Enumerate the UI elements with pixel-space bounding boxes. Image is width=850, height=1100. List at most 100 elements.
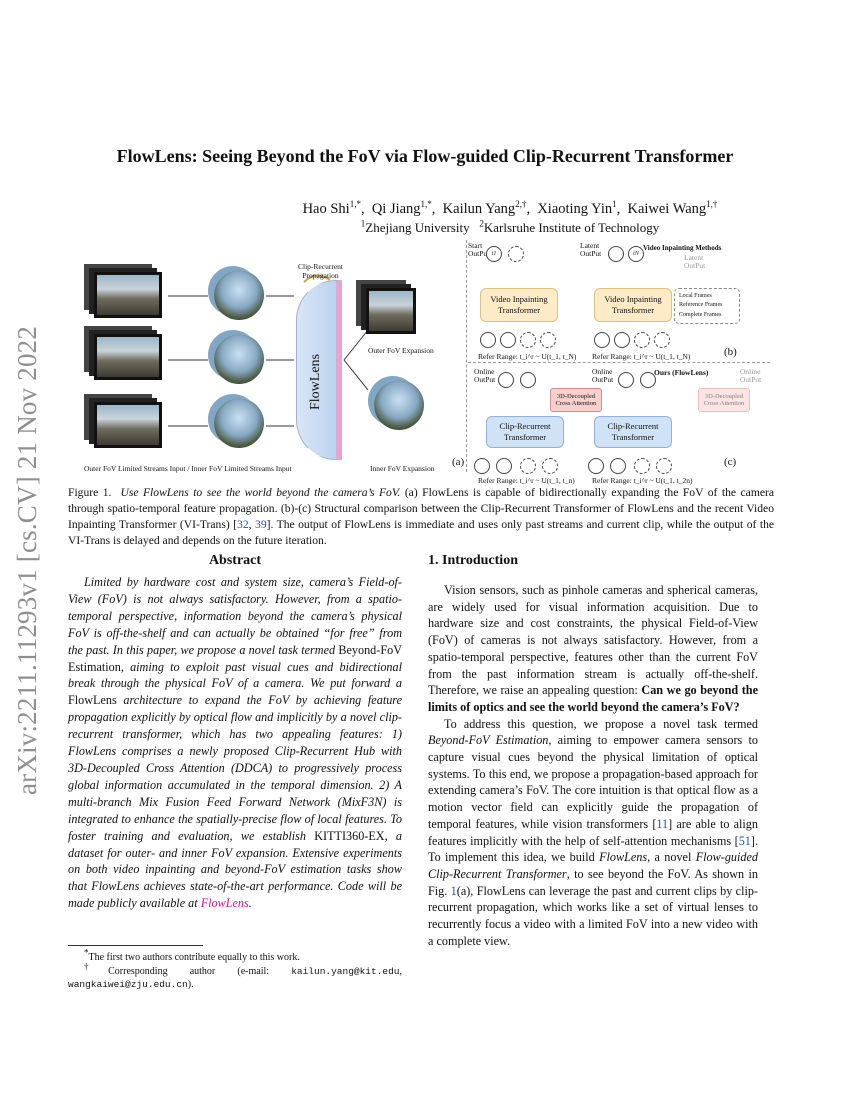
- figure-ref-link[interactable]: 1: [450, 883, 457, 898]
- frame-node: tN: [628, 246, 644, 262]
- author-list: Hao Shi1,*, Qi Jiang1,*, Kailun Yang2,†,…: [302, 199, 718, 217]
- caption-text: ]. The output of FlowLens is immediate a…: [68, 518, 775, 547]
- clip-recurrent-transformer-box: Clip-Recurrent Transformer: [594, 416, 672, 448]
- footnote-text: ,: [399, 965, 403, 977]
- affil-sup: 2: [479, 218, 484, 229]
- intro-text: ]. To implement this idea, we build: [428, 833, 758, 865]
- intro-heading: 1. Introduction: [428, 553, 518, 568]
- intro-question: Can we go beyond the limits of optics an…: [428, 683, 758, 714]
- frame-node: [608, 246, 624, 262]
- legend-box: Local Frames Reference Frames Complete F…: [674, 288, 740, 324]
- abstract-text: , a dataset for outer- and inner FoV exp…: [68, 828, 403, 911]
- author-name: Hao Shi: [302, 201, 350, 217]
- abstract-term: Beyond-FoV Estimation: [68, 642, 402, 674]
- fisheye-frame: [214, 334, 264, 384]
- author-name: Kailun Yang: [442, 201, 516, 217]
- citation-link[interactable]: 32: [237, 518, 249, 531]
- affiliations: 1Zhejiang University 2Karlsruhe Institut…: [0, 218, 850, 236]
- citation-link[interactable]: 39: [255, 518, 267, 531]
- caption-label: Figure 1.: [68, 486, 112, 499]
- frame-node: [500, 332, 516, 348]
- outer-output-stack: [366, 288, 416, 334]
- refer-range-label: Refer Range: t_i^r ~ U(t_1, t_n): [478, 476, 575, 485]
- legend-complete: Complete Frames: [679, 311, 722, 318]
- intro-text: , aiming to empower camera sensors to ca…: [428, 733, 758, 831]
- legend-reference: Reference Frames: [679, 302, 723, 309]
- frame-node: [634, 458, 650, 474]
- ours-label: Ours (FlowLens): [654, 368, 709, 377]
- frame-node: [640, 372, 656, 388]
- ddca-box: 3D-Decoupled Cross Attention: [550, 388, 602, 412]
- citation-link[interactable]: 51: [738, 833, 751, 848]
- intro-paragraph-2: To address this question, we propose a n…: [428, 716, 758, 950]
- author-sup: 1,*: [349, 199, 361, 210]
- footnote-mark: †: [84, 961, 109, 972]
- frame-node: [520, 458, 536, 474]
- refer-range-label: Refer Range: t_i^r ~ U(t_1, t_N): [592, 352, 691, 361]
- frame-node: [540, 332, 556, 348]
- frame-node: [480, 332, 496, 348]
- ddca-box: 3D-Decoupled Cross Attention: [698, 388, 750, 412]
- frame-node: [618, 372, 634, 388]
- latent-output-label: Latent OutPut: [580, 241, 602, 259]
- intro-body: Vision sensors, such as pinhole cameras …: [428, 582, 758, 949]
- clip-recurrent-transformer-box: Clip-Recurrent Transformer: [486, 416, 564, 448]
- email-link[interactable]: kailun.yang@kit.edu: [291, 965, 400, 977]
- start-output-label: Start OutPut: [468, 241, 490, 259]
- frame-node: [588, 458, 604, 474]
- panel-a-arrows: [168, 274, 369, 427]
- intro-text: , to see beyond the FoV. As shown in Fig…: [428, 866, 758, 898]
- flowlens-module: [296, 280, 342, 460]
- footnote-text: Corresponding author (e-mail:: [108, 965, 292, 977]
- footnote-rule: [68, 945, 203, 946]
- affil-name: Zhejiang University: [365, 220, 470, 235]
- frame-node: [508, 246, 524, 262]
- author-sup: 1,†: [706, 199, 718, 210]
- video-inpainting-methods-label: Video Inpainting Methods: [643, 244, 722, 252]
- figure-divider: [468, 362, 770, 363]
- frame-node: [614, 332, 630, 348]
- panel-c-letter: (c): [724, 456, 737, 468]
- panel-b-letter: (b): [724, 346, 737, 358]
- input-label: Outer FoV Limited Streams Input / Inner …: [84, 464, 292, 473]
- intro-term: FlowLens: [599, 850, 648, 865]
- frame-node: [474, 458, 490, 474]
- frame-node: [498, 372, 514, 388]
- footnote-text: The first two authors contribute equally…: [88, 952, 300, 963]
- abstract-heading: Abstract: [208, 553, 262, 568]
- author-sup: 1: [612, 199, 617, 210]
- intro-text: , a novel: [647, 850, 696, 865]
- panel-a-letter: (a): [452, 456, 465, 468]
- author-name: Kaiwei Wang: [627, 201, 707, 217]
- frame-node: [594, 332, 610, 348]
- frame-node: [610, 458, 626, 474]
- citation-link[interactable]: 11: [656, 816, 669, 831]
- email-link[interactable]: wangkaiwei@zju.edu.cn: [68, 979, 188, 990]
- author-name: Qi Jiang: [371, 201, 421, 217]
- frame-node: [542, 458, 558, 474]
- figure-1: FlowLens Clip-Recurrent Propagation Oute…: [68, 240, 772, 485]
- input-frame-stack: [94, 334, 162, 380]
- intro-term: Beyond-FoV Estimation: [428, 733, 549, 748]
- abstract-text: Limited by hardware cost and system size…: [68, 575, 402, 657]
- paper-title: FlowLens: Seeing Beyond the FoV via Flow…: [116, 146, 734, 166]
- figure-divider: [466, 240, 467, 472]
- fisheye-frame: [214, 398, 264, 448]
- code-link[interactable]: FlowLens: [200, 896, 249, 911]
- author-name: Xiaoting Yin: [537, 201, 613, 217]
- legend-local: Local Frames: [679, 293, 712, 299]
- footnote-1: *The first two authors contribute equall…: [68, 948, 402, 965]
- abstract-term: KITTI360-EX: [314, 828, 385, 843]
- frame-node: [520, 372, 536, 388]
- caption-sep: ,: [248, 518, 256, 531]
- frame-node: [654, 332, 670, 348]
- intro-text: To address this question, we propose a n…: [444, 716, 758, 731]
- arxiv-stamp: arXiv:2211.11293v1 [cs.CV] 21 Nov 2022: [12, 325, 42, 795]
- fisheye-frame: [214, 270, 264, 320]
- intro-text: (a), FlowLens can leverage the past and …: [428, 883, 758, 948]
- refer-range-label: Refer Range: t_i^r ~ U(t_1, t_2n): [592, 476, 693, 485]
- online-output-label: Online OutPut: [592, 367, 614, 385]
- author-sup: 1,*: [420, 199, 432, 210]
- author-sup: 2,†: [515, 199, 527, 210]
- inner-output-frame: [374, 380, 424, 430]
